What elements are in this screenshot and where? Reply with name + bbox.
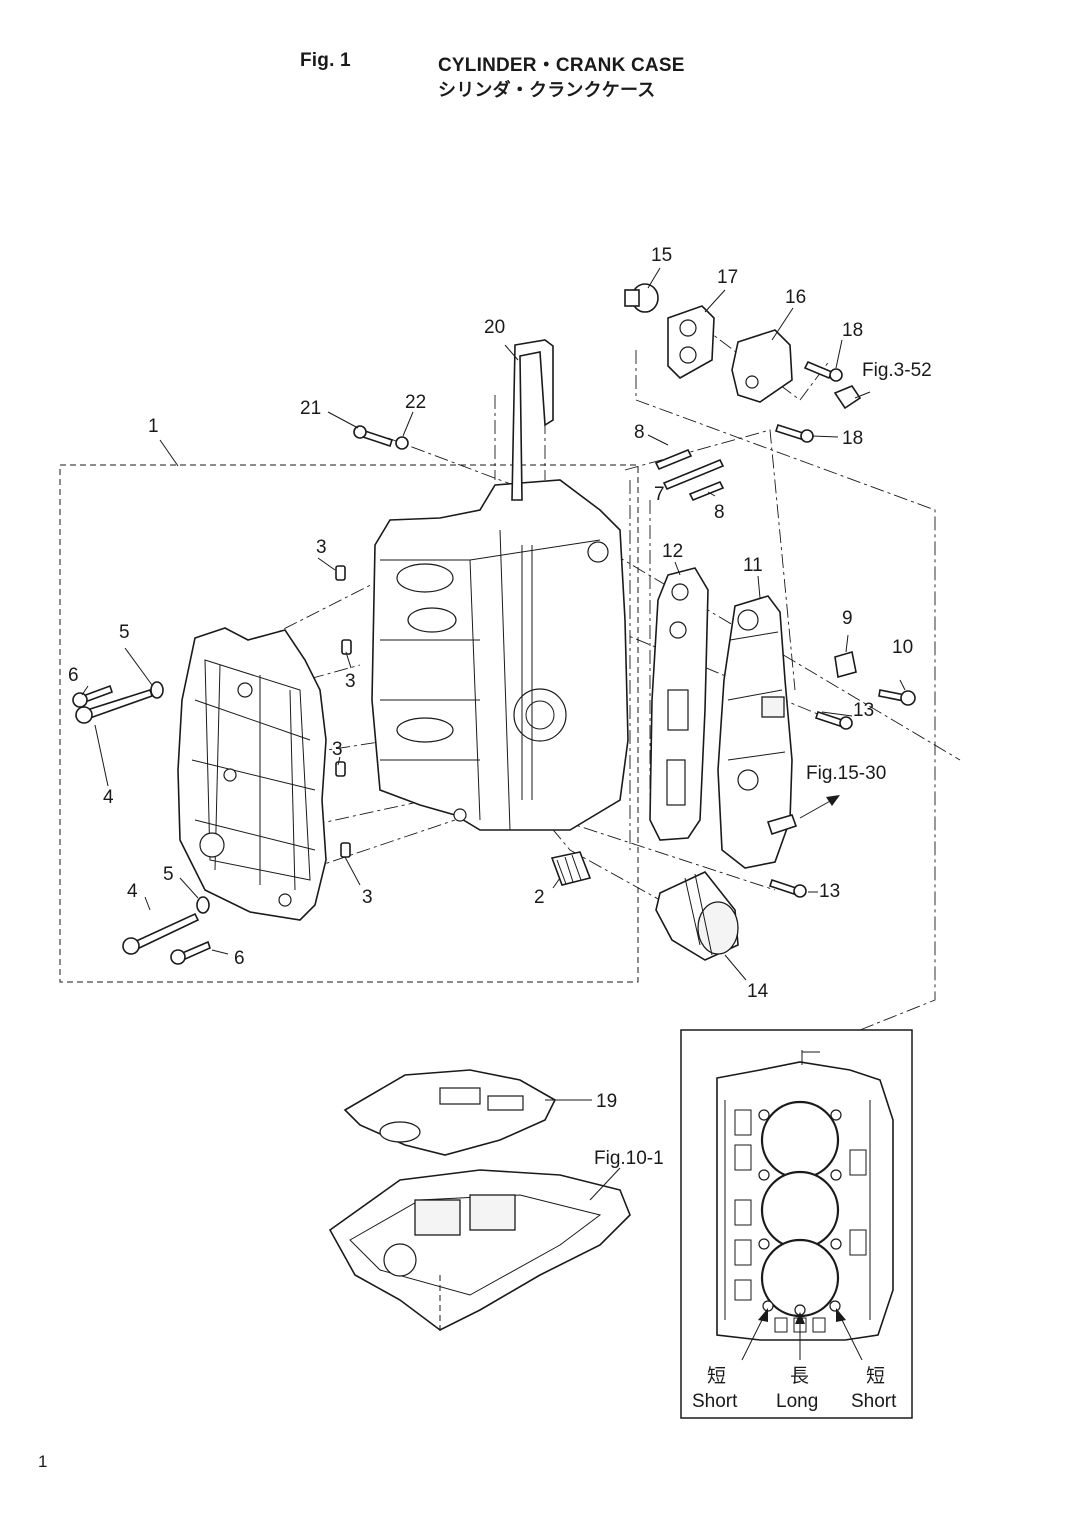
callout-13: 13 xyxy=(853,700,874,721)
callout-18: 18 xyxy=(842,428,863,449)
bolts-part-4-6 xyxy=(72,684,211,965)
inset-arrows xyxy=(741,1308,863,1361)
callout-22: 22 xyxy=(405,392,426,413)
inset-label-short-right-en: Short xyxy=(851,1391,897,1412)
oil-pan-fig-10-1 xyxy=(328,1169,631,1335)
cover-part-16 xyxy=(731,329,793,403)
thermostat-part-15 xyxy=(624,283,659,313)
callout-3: 3 xyxy=(316,537,327,558)
callout-6: 6 xyxy=(68,665,79,686)
inset-label-long-jp: 長 xyxy=(790,1365,809,1387)
inset-label-short-left-jp: 短 xyxy=(707,1365,726,1387)
callout-2: 2 xyxy=(534,887,545,908)
callout-13: 13 xyxy=(819,881,840,902)
callout-3: 3 xyxy=(345,671,356,692)
page-number: 1 xyxy=(38,1452,48,1471)
gasket-part-17 xyxy=(667,305,715,379)
block-part-9 xyxy=(834,650,857,679)
gasket-part-12 xyxy=(649,567,709,841)
fitting-part-2 xyxy=(550,851,592,886)
sensor-fig-3-52 xyxy=(833,385,862,410)
oil-filter-part-14 xyxy=(655,871,739,961)
crankcase-cover-part xyxy=(177,627,327,921)
callout-9: 9 xyxy=(842,608,853,629)
callout-7: 7 xyxy=(654,484,665,505)
dowel-pins-part-3 xyxy=(335,565,352,858)
callout-17: 17 xyxy=(717,267,738,288)
callout-3: 3 xyxy=(332,739,343,760)
callout-16: 16 xyxy=(785,287,806,308)
figure-number: Fig. 1 xyxy=(300,50,351,71)
reference-fig-3-52: Fig.3-52 xyxy=(862,360,932,381)
reference-fig-10-1: Fig.10-1 xyxy=(594,1148,664,1169)
callout-10: 10 xyxy=(892,637,913,658)
page-title-japanese: シリンダ・クランクケース xyxy=(438,80,656,101)
callout-4: 4 xyxy=(103,787,114,808)
callout-12: 12 xyxy=(662,541,683,562)
callout-1: 1 xyxy=(148,416,159,437)
inset-label-short-right-jp: 短 xyxy=(866,1365,885,1387)
inset-label-long-en: Long xyxy=(776,1391,818,1412)
callout-14: 14 xyxy=(747,981,769,1002)
callout-4: 4 xyxy=(127,881,138,902)
gasket-part-19 xyxy=(343,1069,557,1156)
leader-lines xyxy=(81,267,906,1201)
washers-part-5 xyxy=(150,681,210,914)
callout-21: 21 xyxy=(300,398,321,419)
callout-19: 19 xyxy=(596,1091,617,1112)
bolt-part-21 xyxy=(353,425,394,448)
cover-part-11 xyxy=(717,595,798,869)
callout-18: 18 xyxy=(842,320,863,341)
bolt-part-10 xyxy=(878,689,916,706)
callout-20: 20 xyxy=(484,317,505,338)
cylinder-block-part xyxy=(371,479,629,831)
page-title-english: CYLINDER・CRANK CASE xyxy=(438,55,685,76)
callout-11: 11 xyxy=(743,555,763,576)
bracket-part-20 xyxy=(511,339,554,501)
callout-labels: 1 2 3 3 3 3 4 4 5 5 6 6 7 8 8 9 10 11 12… xyxy=(68,245,913,1112)
callout-8: 8 xyxy=(714,502,725,523)
callout-5: 5 xyxy=(163,864,174,885)
rods-part-7-8 xyxy=(654,448,725,502)
reference-fig-15-30: Fig.15-30 xyxy=(806,763,886,784)
fig-15-30-arrow xyxy=(799,795,840,819)
washer-part-22 xyxy=(395,436,409,450)
inset-label-short-left-en: Short xyxy=(692,1391,738,1412)
callout-3: 3 xyxy=(362,887,373,908)
bolts-part-13 xyxy=(768,710,853,898)
callout-8: 8 xyxy=(634,422,645,443)
callout-6: 6 xyxy=(234,948,245,969)
assembly-1-boundary xyxy=(59,464,639,983)
inset-detail xyxy=(680,1029,913,1419)
inset-labels: 短 Short 長 Long 短 Short xyxy=(692,1365,897,1412)
callout-15: 15 xyxy=(651,245,672,266)
callout-5: 5 xyxy=(119,622,130,643)
figure-references: Fig.3-52 Fig.15-30 Fig.10-1 xyxy=(594,360,932,1169)
